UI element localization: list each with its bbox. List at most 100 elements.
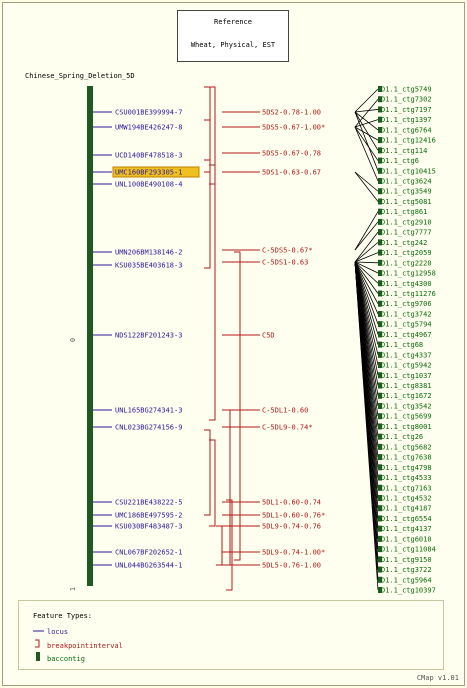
breakpoint-bracket[interactable] [204,86,211,161]
locus-label[interactable]: KSU035BE403618-3 [115,262,182,270]
bin-label[interactable]: 5DL5-0.76-1.00 [262,562,321,570]
contig-bar[interactable] [378,525,382,532]
contig-label[interactable]: D1.1_ctg4337 [381,351,432,359]
contig-label[interactable]: D1.1_ctg1397 [381,116,432,124]
bin-label[interactable]: C-5DL9-0.74* [262,424,313,432]
locus-label[interactable]: CSU221BE438222-5 [115,499,182,507]
contig-label[interactable]: D1.1_ctg6554 [381,515,432,523]
bin-label[interactable]: 5DS5-0.67-0.78 [262,150,321,158]
contig-label[interactable]: D1.1_ctg8381 [381,382,432,390]
locus-label[interactable]: UNL100BE490108-4 [115,181,182,189]
locus-label[interactable]: UMC186BE497595-2 [115,512,182,520]
contig-label[interactable]: D1.1_ctg7638 [381,454,432,462]
locus-label[interactable]: CNL067BF202652-1 [115,549,182,557]
contig-label[interactable]: D1.1_ctg4300 [381,280,432,288]
contig-label[interactable]: D1.1_ctg4533 [381,474,432,482]
contig-bar[interactable] [378,576,382,583]
contig-bar[interactable] [378,198,382,205]
breakpoint-bracket[interactable] [204,429,211,516]
contig-label[interactable]: D1.1_ctg7302 [381,96,432,104]
contig-label[interactable]: D1.1_ctg10397 [381,587,436,595]
locus-label[interactable]: UNL165BG274341-3 [115,407,182,415]
contig-label[interactable]: D1.1_ctg5682 [381,443,432,451]
reference-box[interactable]: Reference Wheat, Physical, EST [177,10,289,62]
contig-bar[interactable] [378,535,382,542]
contig-bar[interactable] [378,505,382,512]
contig-bar[interactable] [378,351,382,358]
contig-bar[interactable] [378,167,382,174]
breakpoint-bracket[interactable] [209,439,216,527]
contig-bar[interactable] [378,362,382,369]
contig-label[interactable]: D1.1_ctg4967 [381,331,432,339]
bin-label[interactable]: 5DS1-0.63-0.67 [262,169,321,177]
contig-label[interactable]: D1.1_ctg7197 [381,106,432,114]
bin-label[interactable]: C-5DS5-0.67* [262,247,313,255]
contig-bar[interactable] [378,218,382,225]
contig-bar[interactable] [378,300,382,307]
contig-label[interactable]: D1.1_ctg5964 [381,576,432,584]
contig-label[interactable]: D1.1_ctg4187 [381,505,432,513]
bin-label[interactable]: C-5DS1-0.63 [262,259,308,267]
contig-label[interactable]: D1.1_ctg2059 [381,249,432,257]
breakpoint-bracket[interactable] [224,409,231,566]
contig-bar[interactable] [378,137,382,144]
contig-bar[interactable] [378,402,382,409]
breakpoint-bracket[interactable] [216,525,223,566]
contig-label[interactable]: D1.1_ctg68 [381,341,423,349]
breakpoint-bracket[interactable] [209,183,216,421]
contig-label[interactable]: D1.1_ctg8001 [381,423,432,431]
contig-bar[interactable] [378,249,382,256]
locus-label[interactable]: CSU001BE399994-7 [115,109,182,117]
contig-label[interactable]: D1.1_ctg2220 [381,259,432,267]
locus-label[interactable]: CNL023BG274156-9 [115,424,182,432]
contig-bar[interactable] [378,331,382,338]
locus-label[interactable]: UCD140BF478518-3 [115,152,182,160]
locus-label[interactable]: UNL044BG263544-1 [115,562,182,570]
contig-bar[interactable] [378,86,382,92]
contig-bar[interactable] [378,147,382,154]
contig-label[interactable]: D1.1_ctg5749 [381,86,432,94]
contig-bar[interactable] [378,464,382,471]
bin-label[interactable]: 5DL1-0.60-0.76* [262,512,325,520]
contig-label[interactable]: D1.1_ctg114 [381,147,427,155]
contig-bar[interactable] [378,290,382,297]
contig-bar[interactable] [378,321,382,328]
contig-label[interactable]: D1.1_ctg4137 [381,525,432,533]
bin-label[interactable]: 5DL9-0.74-0.76 [262,523,321,531]
contig-label[interactable]: D1.1_ctg10415 [381,167,436,175]
contig-label[interactable]: D1.1_ctg4532 [381,494,432,502]
bin-label[interactable]: 5DS2-0.78-1.00 [262,109,321,117]
contig-label[interactable]: D1.1_ctg5794 [381,321,432,329]
contig-bar[interactable] [378,433,382,440]
contig-bar[interactable] [378,116,382,123]
contig-label[interactable]: D1.1_ctg861 [381,208,427,216]
contig-label[interactable]: D1.1_ctg1672 [381,392,432,400]
contig-bar[interactable] [378,587,382,593]
breakpoint-bracket[interactable] [234,251,241,561]
contig-bar[interactable] [378,382,382,389]
contig-bar[interactable] [378,208,382,215]
contig-label[interactable]: D1.1_ctg5942 [381,362,432,370]
contig-bar[interactable] [378,474,382,481]
contig-label[interactable]: D1.1_ctg1037 [381,372,432,380]
map-bar[interactable] [87,86,93,586]
contig-label[interactable]: D1.1_ctg7777 [381,229,432,237]
contig-label[interactable]: D1.1_ctg3542 [381,402,432,410]
locus-label[interactable]: UMN206BM138146-2 [115,249,182,257]
contig-bar[interactable] [378,413,382,420]
locus-label[interactable]: UMC160BF293305-1 [115,169,182,177]
contig-bar[interactable] [378,484,382,491]
contig-label[interactable]: D1.1_ctg3624 [381,178,432,186]
contig-bar[interactable] [378,259,382,266]
contig-label[interactable]: D1.1_ctg26 [381,433,423,441]
contig-label[interactable]: D1.1_ctg9150 [381,556,432,564]
locus-label[interactable]: UMW194BE426247-8 [115,124,182,132]
contig-label[interactable]: D1.1_ctg9706 [381,300,432,308]
contig-bar[interactable] [378,423,382,430]
contig-label[interactable]: D1.1_ctg6764 [381,126,432,134]
contig-label[interactable]: D1.1_ctg4798 [381,464,432,472]
contig-bar[interactable] [378,494,382,501]
contig-label[interactable]: D1.1_ctg2910 [381,218,432,226]
locus-label[interactable]: NDS122BF201243-3 [115,332,182,340]
map-title[interactable]: Chinese_Spring_Deletion_5D [25,72,135,80]
